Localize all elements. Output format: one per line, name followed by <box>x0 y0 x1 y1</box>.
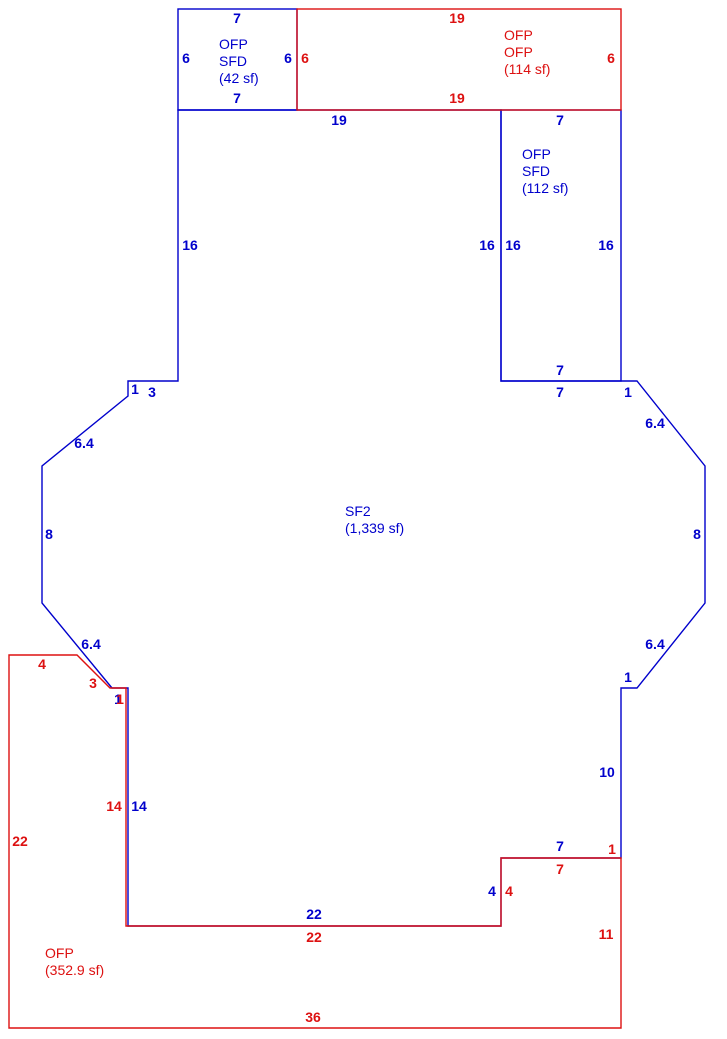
dimension-label: 19 <box>449 10 465 26</box>
dimension-label: 4 <box>38 656 46 672</box>
dimension-label: 3 <box>89 675 97 691</box>
area-label-size: (42 sf) <box>219 70 259 86</box>
dimension-label: 16 <box>505 237 521 253</box>
dimension-label: 7 <box>556 838 564 854</box>
dimension-label: 3 <box>148 384 156 400</box>
dimension-label: 6.4 <box>74 435 94 451</box>
ofp-ofp-top-right-outline <box>296 8 622 111</box>
dimension-label: 14 <box>131 798 147 814</box>
area-label-sfd: SFD <box>219 53 247 69</box>
area-label-ofp: OFP <box>219 36 248 52</box>
dimension-label: 4 <box>505 883 513 899</box>
dimension-label: 14 <box>106 798 122 814</box>
dimension-label: 6.4 <box>81 636 101 652</box>
dimension-label: 7 <box>556 112 564 128</box>
dimension-label: 22 <box>306 906 322 922</box>
dimension-label: 1 <box>131 381 139 397</box>
dimension-label: 7 <box>556 362 564 378</box>
dimension-label: 4 <box>488 883 496 899</box>
dimension-label: 10 <box>599 764 615 780</box>
dimension-label: 16 <box>182 237 198 253</box>
dimension-label: 19 <box>449 90 465 106</box>
dimension-label: 6 <box>301 50 309 66</box>
dimension-label: 11 <box>599 926 614 942</box>
dimension-label: 36 <box>305 1009 321 1025</box>
dimension-label: 6.4 <box>645 636 665 652</box>
area-label-ofp: OFP <box>522 146 551 162</box>
dimension-label: 16 <box>479 237 495 253</box>
area-label-ofp: OFP <box>504 27 533 43</box>
dimension-label: 16 <box>598 237 614 253</box>
area-label-size: (1,339 sf) <box>345 520 404 536</box>
dimension-label: 7 <box>233 90 241 106</box>
dimension-label: 7 <box>556 861 564 877</box>
dimension-label: 7 <box>556 384 564 400</box>
dimension-label: 1 <box>624 669 632 685</box>
area-label-size: (112 sf) <box>522 180 568 196</box>
area-label-sf2: SF2 <box>345 503 371 519</box>
ofp-bottom-left-outline <box>8 654 622 1029</box>
dimension-label: 22 <box>306 929 322 945</box>
dimension-label: 1 <box>116 691 124 707</box>
dimension-label: 8 <box>693 526 701 542</box>
dimension-label: 1 <box>608 841 616 857</box>
dimension-label: 6.4 <box>645 415 665 431</box>
dimension-label: 22 <box>12 833 28 849</box>
dimension-label: 7 <box>233 10 241 26</box>
dimension-label: 6 <box>284 50 292 66</box>
dimension-label: 8 <box>45 526 53 542</box>
dimension-label: 19 <box>331 112 347 128</box>
area-label-ofp: OFP <box>504 44 533 60</box>
area-label-sfd: SFD <box>522 163 550 179</box>
dimension-label: 6 <box>607 50 615 66</box>
dimension-label: 1 <box>624 384 632 400</box>
area-label-size: (114 sf) <box>504 61 550 77</box>
area-label-size: (352.9 sf) <box>45 962 104 978</box>
area-label-ofp: OFP <box>45 945 74 961</box>
dimension-label: 6 <box>182 50 190 66</box>
dimension-label: 1 <box>114 691 122 707</box>
